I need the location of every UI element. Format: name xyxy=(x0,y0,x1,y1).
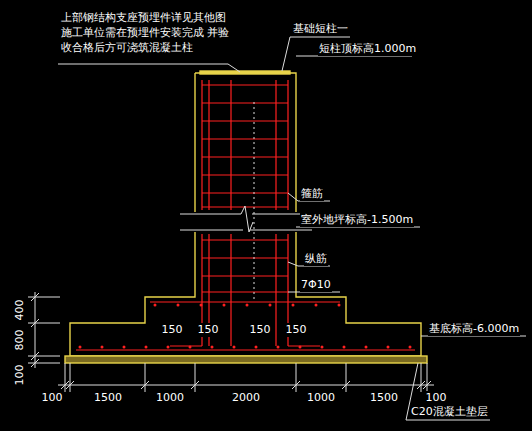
stirrup xyxy=(202,239,288,240)
dim-tick xyxy=(141,363,149,392)
dimension-text: 100 xyxy=(13,364,27,387)
bar-dot xyxy=(246,304,249,307)
dim-line xyxy=(28,292,60,368)
dimension-text: 150 xyxy=(197,323,220,337)
bar-dot xyxy=(177,304,180,307)
stirrup xyxy=(202,257,288,258)
bar-dot xyxy=(101,346,104,349)
dimension-text: 1000 xyxy=(155,391,185,405)
dimension-text: 150 xyxy=(285,323,308,337)
dimension-text: 100 xyxy=(41,391,64,405)
stirrup xyxy=(202,156,288,157)
bar-dot xyxy=(145,346,148,349)
leader-lines xyxy=(58,37,526,420)
bar-dot xyxy=(299,346,302,349)
dimension-text: 800 xyxy=(13,329,27,352)
dimension-text: 100 xyxy=(425,391,448,405)
bar-dot xyxy=(387,346,390,349)
dim-tick xyxy=(342,363,350,392)
rebar xyxy=(76,80,415,350)
bar-dot xyxy=(343,346,346,349)
stirrup xyxy=(202,138,288,139)
dimension-text: 1500 xyxy=(93,391,123,405)
label-leader xyxy=(254,102,255,300)
bar-dot xyxy=(154,304,157,307)
dim-tick xyxy=(191,363,199,392)
concrete-outline xyxy=(65,71,427,363)
label-leader xyxy=(406,363,490,420)
step-bar xyxy=(150,301,340,302)
bar-dot xyxy=(365,346,368,349)
footing-outline xyxy=(70,73,421,356)
longitudinal-bar xyxy=(287,80,288,346)
stirrup xyxy=(202,102,288,103)
callout-text: 7Φ10 xyxy=(300,278,332,292)
bar-dot xyxy=(211,346,214,349)
bar-dot xyxy=(269,304,272,307)
stirrup xyxy=(202,120,288,121)
note-leader xyxy=(58,64,240,72)
stirrup xyxy=(202,275,288,276)
longitudinal-bar xyxy=(208,80,209,346)
longitudinal-bar xyxy=(275,80,276,346)
bar-dot xyxy=(255,346,258,349)
callout-text: 室外地坪标高-1.500m xyxy=(300,213,414,227)
stirrup xyxy=(202,84,288,85)
embedded-plate xyxy=(200,71,290,74)
callout-text: 基础短柱一 xyxy=(292,22,349,36)
note-text: 上部钢结构支座预埋件详见其他图 施工单位需在预埋件安装完成 并验收合格后方可浇筑… xyxy=(60,10,232,55)
stirrup xyxy=(202,291,288,292)
dimension-text: 1500 xyxy=(369,391,399,405)
break-line xyxy=(180,206,312,232)
bar-dot xyxy=(409,346,412,349)
bar-dot xyxy=(223,304,226,307)
bar-dot xyxy=(123,346,126,349)
dimension-text: 150 xyxy=(161,323,184,337)
bar-hook xyxy=(170,345,320,346)
dim-line xyxy=(58,385,434,386)
bar-dot xyxy=(292,304,295,307)
stirrup xyxy=(202,174,288,175)
dimension-text: 1000 xyxy=(306,391,336,405)
callout-text: 箍筋 xyxy=(300,187,324,201)
bar-dot xyxy=(200,304,203,307)
bar-dot xyxy=(233,346,236,349)
callout-text: C20混凝土垫层 xyxy=(410,405,489,419)
dimension-text: 150 xyxy=(249,323,272,337)
bar-dot xyxy=(167,346,170,349)
dim-tick xyxy=(66,363,74,392)
bar-dot xyxy=(189,346,192,349)
c20-bedding xyxy=(65,356,427,363)
bar-dot xyxy=(277,346,280,349)
stirrup xyxy=(202,192,288,193)
dimension-text: 400 xyxy=(13,299,27,322)
bar-dot xyxy=(315,304,318,307)
bar-dot xyxy=(79,346,82,349)
dimension-lines xyxy=(28,292,434,392)
break-symbol xyxy=(180,206,312,232)
dim-tick xyxy=(292,363,300,392)
callout-text: 纵筋 xyxy=(304,252,328,266)
bar-dot xyxy=(321,346,324,349)
bar-dot xyxy=(338,304,341,307)
callout-text: 基底标高-6.000m xyxy=(428,322,520,336)
dim-tick xyxy=(423,363,431,392)
dimension-text: 2000 xyxy=(231,391,261,405)
bottom-mesh xyxy=(76,349,415,350)
longitudinal-bar xyxy=(230,80,231,346)
callout-text: 短柱顶标高1.000m xyxy=(318,42,417,56)
